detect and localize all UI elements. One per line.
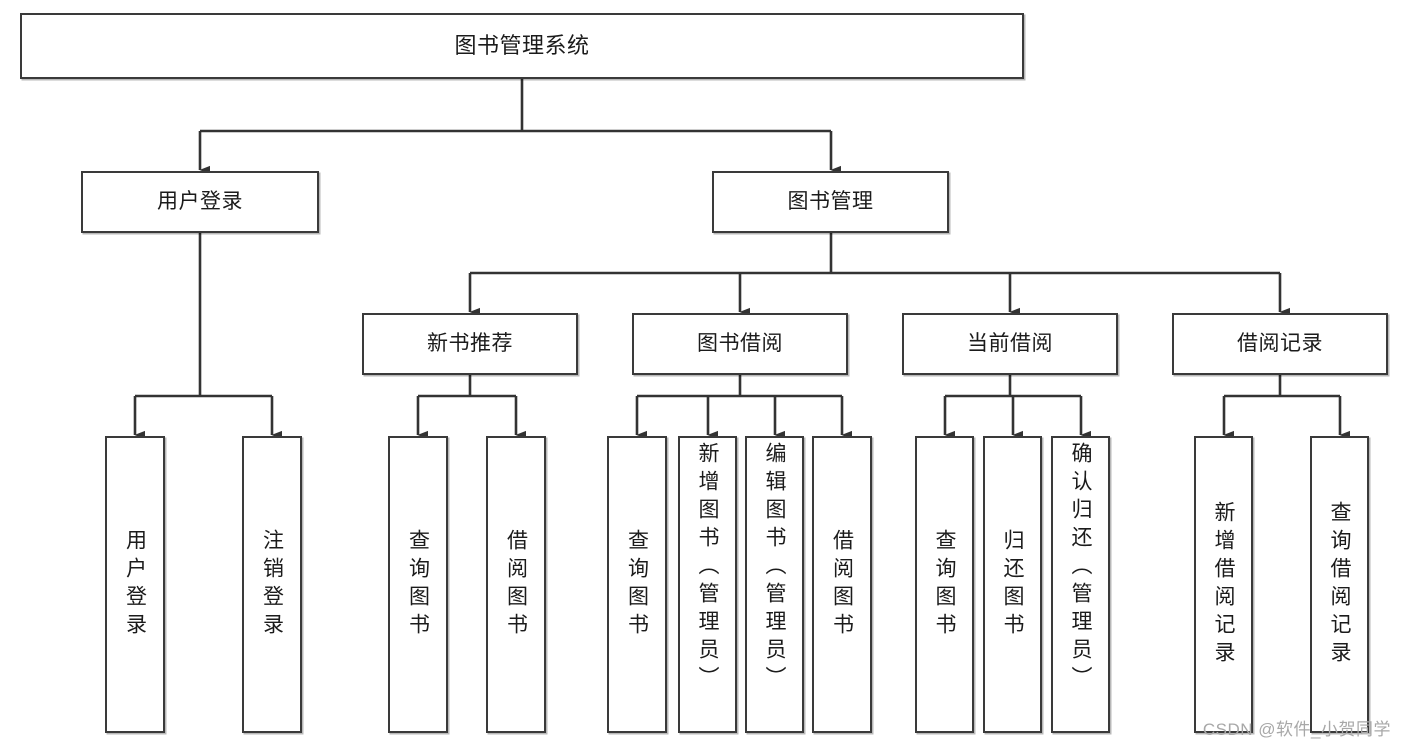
- node-label: 查询图书: [406, 528, 430, 641]
- node-leaf-bb-query[interactable]: 查询图书: [607, 436, 667, 733]
- node-leaf-cb-query[interactable]: 查询图书: [915, 436, 974, 733]
- node-book-borrow[interactable]: 图书借阅: [632, 313, 848, 375]
- node-user-login[interactable]: 用户登录: [81, 171, 319, 233]
- node-label: 查询图书: [625, 528, 649, 641]
- node-label: 查询图书: [933, 528, 956, 641]
- node-label: 借阅记录: [1237, 332, 1323, 356]
- node-leaf-nb-query[interactable]: 查询图书: [388, 436, 448, 733]
- node-leaf-cb-return[interactable]: 归还图书: [983, 436, 1042, 733]
- node-leaf-cb-confirm[interactable]: 确认归还（管理员）: [1051, 436, 1110, 733]
- node-new-book-rec[interactable]: 新书推荐: [362, 313, 578, 375]
- node-leaf-user-login[interactable]: 用户登录: [105, 436, 165, 733]
- node-label: 新书推荐: [427, 332, 513, 356]
- node-cur-borrow[interactable]: 当前借阅: [902, 313, 1118, 375]
- node-leaf-br-query[interactable]: 查询借阅记录: [1310, 436, 1369, 733]
- node-book-manage[interactable]: 图书管理: [712, 171, 949, 233]
- node-label: 编辑图书（管理员）: [763, 442, 786, 694]
- node-label: 图书管理: [787, 190, 874, 214]
- node-leaf-nb-borrow[interactable]: 借阅图书: [486, 436, 546, 733]
- node-label: 新增借阅记录: [1212, 500, 1235, 669]
- node-borrow-record[interactable]: 借阅记录: [1172, 313, 1388, 375]
- node-label: 用户登录: [157, 190, 243, 214]
- node-leaf-br-add[interactable]: 新增借阅记录: [1194, 436, 1253, 733]
- node-label: 归还图书: [1001, 528, 1024, 641]
- node-label: 用户登录: [123, 528, 147, 641]
- node-leaf-bb-borrow[interactable]: 借阅图书: [812, 436, 872, 733]
- node-leaf-user-logout[interactable]: 注销登录: [242, 436, 302, 733]
- node-leaf-bb-add[interactable]: 新增图书（管理员）: [678, 436, 737, 733]
- node-label: 借阅图书: [830, 528, 854, 641]
- node-label: 确认归还（管理员）: [1069, 442, 1092, 694]
- node-leaf-bb-edit[interactable]: 编辑图书（管理员）: [745, 436, 804, 733]
- node-label: 借阅图书: [504, 528, 528, 641]
- node-label: 新增图书（管理员）: [696, 442, 719, 694]
- node-root[interactable]: 图书管理系统: [20, 13, 1024, 79]
- node-label: 查询借阅记录: [1328, 500, 1351, 669]
- node-label: 当前借阅: [967, 332, 1053, 356]
- node-label: 图书借阅: [697, 332, 783, 356]
- node-label: 图书管理系统: [454, 32, 590, 58]
- node-label: 注销登录: [260, 528, 284, 641]
